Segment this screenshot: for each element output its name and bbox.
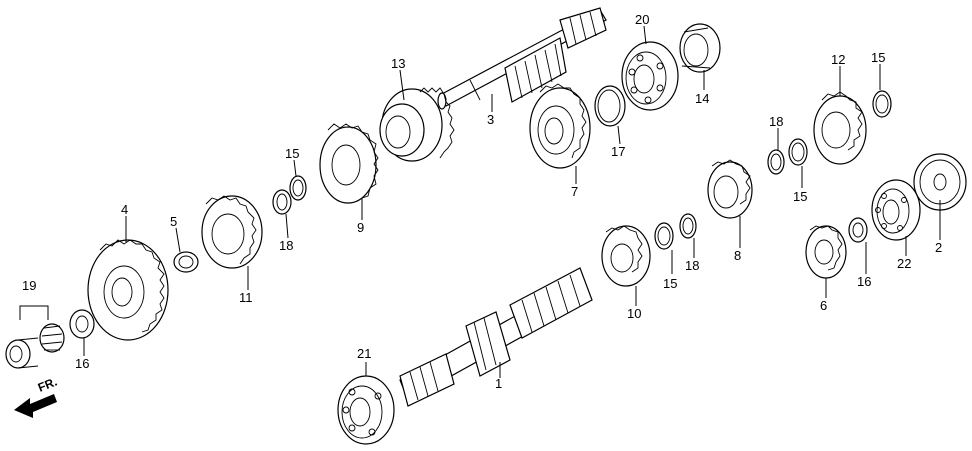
washer-18-lower bbox=[679, 213, 697, 239]
washer-18-left bbox=[272, 189, 292, 215]
callout-15-mid: 15 bbox=[793, 189, 807, 204]
ring-17 bbox=[594, 85, 626, 127]
callout-9: 9 bbox=[357, 220, 364, 235]
front-direction-arrow-icon bbox=[14, 394, 57, 418]
circlip-15-mid bbox=[788, 138, 808, 166]
callout-15-upper: 15 bbox=[871, 50, 885, 65]
gear-11 bbox=[201, 195, 263, 269]
washer-16-left bbox=[69, 309, 95, 339]
circlip-15-left bbox=[289, 175, 307, 201]
callout-20: 20 bbox=[635, 12, 649, 27]
needle-bearing-19 bbox=[39, 323, 65, 353]
mainshaft bbox=[399, 267, 593, 407]
gear-9 bbox=[319, 123, 379, 204]
callout-18-mid: 18 bbox=[769, 114, 783, 129]
circlip-15-upper bbox=[872, 90, 892, 118]
countershaft bbox=[437, 7, 607, 110]
needle-bearing-14 bbox=[679, 23, 721, 73]
cover-2 bbox=[913, 153, 967, 211]
callout-15-left: 15 bbox=[285, 146, 299, 161]
callout-4: 4 bbox=[121, 202, 128, 217]
callout-labels: 1 2 3 4 5 6 7 8 9 10 11 12 13 14 15 15 1… bbox=[22, 12, 942, 395]
callout-14: 14 bbox=[695, 91, 709, 106]
gear-12 bbox=[813, 91, 867, 165]
callout-17: 17 bbox=[611, 144, 625, 159]
callout-3: 3 bbox=[487, 112, 494, 127]
callout-22: 22 bbox=[897, 256, 911, 271]
gear-4 bbox=[87, 239, 169, 341]
direction-label: FR. bbox=[36, 375, 59, 395]
bearing-21 bbox=[337, 375, 395, 445]
gear-10 bbox=[601, 225, 651, 287]
callout-12: 12 bbox=[831, 52, 845, 67]
callout-10: 10 bbox=[627, 306, 641, 321]
callout-18-left: 18 bbox=[279, 238, 293, 253]
callout-8: 8 bbox=[734, 248, 741, 263]
callout-7: 7 bbox=[571, 184, 578, 199]
gear-6 bbox=[805, 225, 847, 279]
callout-6: 6 bbox=[820, 298, 827, 313]
callout-19: 19 bbox=[22, 278, 36, 293]
bearing-22 bbox=[871, 179, 921, 241]
gear-7 bbox=[529, 83, 591, 169]
callout-1: 1 bbox=[495, 376, 502, 391]
collar-5 bbox=[173, 251, 199, 273]
callout-13: 13 bbox=[391, 56, 405, 71]
callout-16-left: 16 bbox=[75, 356, 89, 371]
callout-11: 11 bbox=[239, 290, 253, 305]
callout-2: 2 bbox=[935, 240, 942, 255]
leader-lines bbox=[83, 25, 941, 378]
bushing-19 bbox=[5, 337, 39, 369]
gear-8 bbox=[707, 159, 753, 219]
callout-5: 5 bbox=[170, 214, 177, 229]
callout-16-right: 16 bbox=[857, 274, 871, 289]
bearing-20 bbox=[621, 41, 679, 111]
callout-21: 21 bbox=[357, 346, 371, 361]
gear-13 bbox=[379, 87, 455, 162]
callout-18-lower: 18 bbox=[685, 258, 699, 273]
washer-18-mid bbox=[767, 149, 785, 175]
washer-16-right bbox=[848, 217, 868, 243]
circlip-15-lower bbox=[654, 222, 674, 250]
callout-15-lower: 15 bbox=[663, 276, 677, 291]
